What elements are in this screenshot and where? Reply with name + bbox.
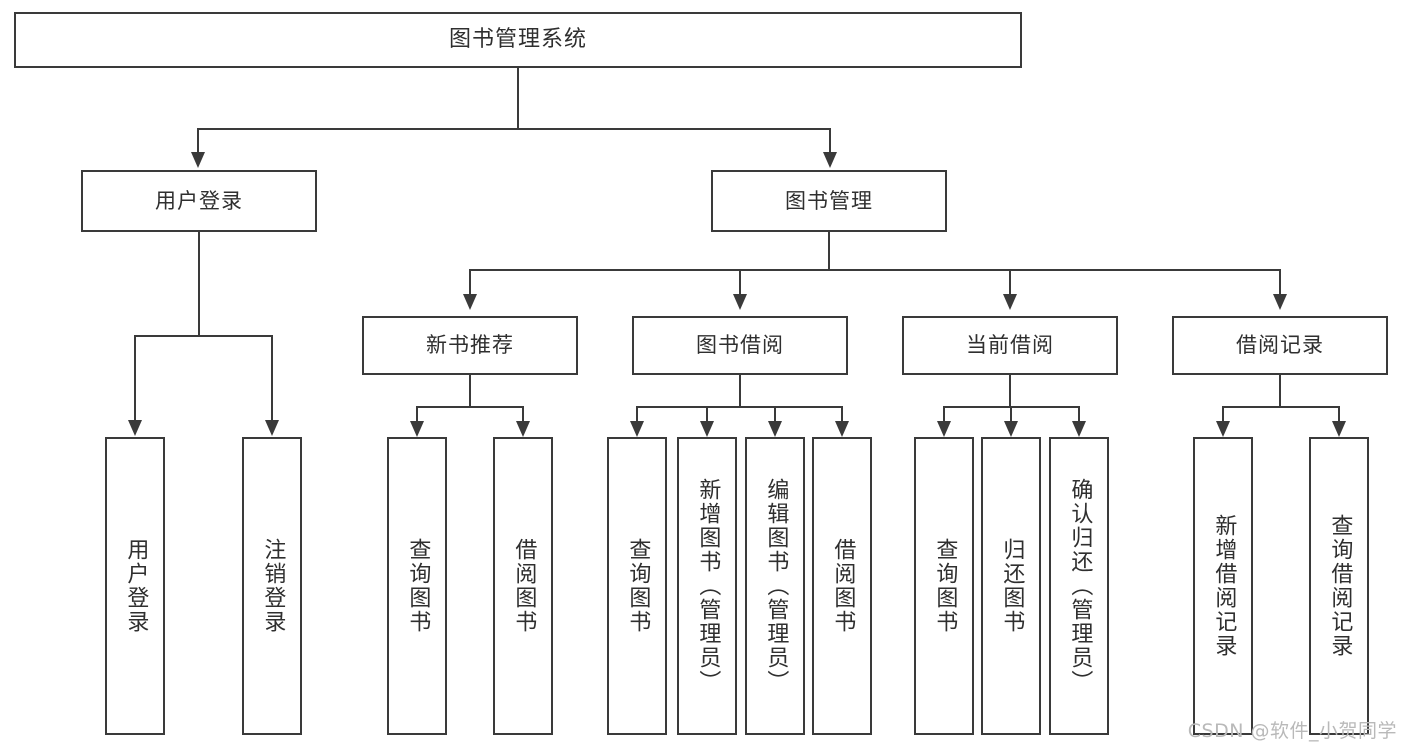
- node-label: 确认归还（管理员）: [1067, 478, 1093, 694]
- leaf-add-book-admin[interactable]: 新增图书（管理员）: [677, 437, 737, 735]
- arrowhead-leaf-user-login: [128, 420, 142, 436]
- node-label: 编辑图书（管理员）: [763, 478, 789, 694]
- arrowhead-new-book: [463, 294, 477, 310]
- leaf-query-borrow-record[interactable]: 查询借阅记录: [1309, 437, 1369, 735]
- node-root-system[interactable]: 图书管理系统: [14, 12, 1022, 68]
- node-label: 图书管理: [785, 188, 873, 213]
- arrowhead-leaf-query-book-3: [937, 421, 951, 437]
- node-label: 新增借阅记录: [1211, 514, 1237, 658]
- arrowhead-leaf-query-record: [1332, 421, 1346, 437]
- node-book-management[interactable]: 图书管理: [711, 170, 947, 232]
- leaf-user-login[interactable]: 用户登录: [105, 437, 165, 735]
- leaf-borrow-book-new[interactable]: 借阅图书: [493, 437, 553, 735]
- arrowhead-leaf-query-book-1: [410, 421, 424, 437]
- connector-new-book-bus: [416, 406, 524, 408]
- connector-borrow-record-drop-2: [1338, 406, 1340, 422]
- connector-book-borrow-drop-3: [774, 406, 776, 422]
- node-label: 借阅图书: [830, 538, 856, 634]
- connector-l3-drop-3: [1009, 269, 1011, 295]
- arrowhead-leaf-borrow-book-1: [516, 421, 530, 437]
- node-label: 归还图书: [999, 538, 1025, 634]
- connector-new-book-trunk: [469, 375, 471, 407]
- connector-l3-drop-4: [1279, 269, 1281, 295]
- connector-book-borrow-bus: [636, 406, 843, 408]
- leaf-edit-book-admin[interactable]: 编辑图书（管理员）: [745, 437, 805, 735]
- leaf-borrow-book[interactable]: 借阅图书: [812, 437, 872, 735]
- node-borrow-record[interactable]: 借阅记录: [1172, 316, 1388, 375]
- arrowhead-book-manage: [823, 152, 837, 168]
- connector-book-borrow-drop-1: [636, 406, 638, 422]
- connector-root-bus: [197, 128, 831, 130]
- connector-l3-drop-1: [469, 269, 471, 295]
- connector-root-to-user-login: [197, 128, 199, 153]
- node-book-borrow[interactable]: 图书借阅: [632, 316, 848, 375]
- arrowhead-leaf-edit-book: [768, 421, 782, 437]
- connector-borrow-record-bus: [1222, 406, 1340, 408]
- connector-user-login-drop-2: [271, 335, 273, 421]
- arrowhead-leaf-return-book: [1004, 421, 1018, 437]
- arrowhead-leaf-add-book: [700, 421, 714, 437]
- connector-root-trunk: [517, 68, 519, 128]
- connector-book-borrow-trunk: [739, 375, 741, 407]
- node-new-book-recommend[interactable]: 新书推荐: [362, 316, 578, 375]
- node-current-borrow[interactable]: 当前借阅: [902, 316, 1118, 375]
- connector-l3-drop-2: [739, 269, 741, 295]
- node-label: 借阅图书: [511, 538, 537, 634]
- connector-book-borrow-drop-2: [706, 406, 708, 422]
- connector-current-borrow-trunk: [1009, 375, 1011, 407]
- arrowhead-user-login: [191, 152, 205, 168]
- connector-user-login-drop-1: [134, 335, 136, 421]
- connector-root-to-book-manage: [829, 128, 831, 153]
- connector-book-manage-bus: [469, 269, 1281, 271]
- leaf-return-book[interactable]: 归还图书: [981, 437, 1041, 735]
- leaf-confirm-return-admin[interactable]: 确认归还（管理员）: [1049, 437, 1109, 735]
- node-user-login[interactable]: 用户登录: [81, 170, 317, 232]
- connector-current-borrow-drop-2: [1010, 406, 1012, 422]
- connector-current-borrow-drop-3: [1078, 406, 1080, 422]
- node-label: 查询借阅记录: [1327, 514, 1353, 658]
- node-label: 当前借阅: [966, 333, 1054, 358]
- node-label: 图书管理系统: [448, 27, 587, 53]
- node-label: 借阅记录: [1236, 333, 1324, 358]
- arrowhead-book-borrow: [733, 294, 747, 310]
- node-label: 用户登录: [123, 538, 149, 634]
- connector-new-book-drop-2: [522, 406, 524, 422]
- node-label: 注销登录: [260, 538, 286, 634]
- arrowhead-borrow-record: [1273, 294, 1287, 310]
- connector-user-login-trunk: [198, 232, 200, 336]
- node-label: 查询图书: [625, 538, 651, 634]
- node-label: 新增图书（管理员）: [695, 478, 721, 694]
- node-label: 用户登录: [155, 188, 243, 213]
- connector-current-borrow-drop-1: [943, 406, 945, 422]
- connector-borrow-record-drop-1: [1222, 406, 1224, 422]
- connector-book-borrow-drop-4: [841, 406, 843, 422]
- connector-user-login-bus: [134, 335, 272, 337]
- leaf-query-book-borrow[interactable]: 查询图书: [607, 437, 667, 735]
- arrowhead-current-borrow: [1003, 294, 1017, 310]
- leaf-query-book-new[interactable]: 查询图书: [387, 437, 447, 735]
- node-label: 新书推荐: [426, 333, 514, 358]
- leaf-query-book-current[interactable]: 查询图书: [914, 437, 974, 735]
- connector-book-manage-trunk: [828, 232, 830, 270]
- node-label: 查询图书: [932, 538, 958, 634]
- connector-new-book-drop-1: [416, 406, 418, 422]
- connector-borrow-record-trunk: [1279, 375, 1281, 407]
- arrowhead-leaf-confirm-return: [1072, 421, 1086, 437]
- arrowhead-leaf-query-book-2: [630, 421, 644, 437]
- node-label: 图书借阅: [696, 333, 784, 358]
- leaf-logout[interactable]: 注销登录: [242, 437, 302, 735]
- node-label: 查询图书: [405, 538, 431, 634]
- leaf-add-borrow-record[interactable]: 新增借阅记录: [1193, 437, 1253, 735]
- arrowhead-leaf-add-record: [1216, 421, 1230, 437]
- arrowhead-leaf-borrow-book-2: [835, 421, 849, 437]
- arrowhead-leaf-logout: [265, 420, 279, 436]
